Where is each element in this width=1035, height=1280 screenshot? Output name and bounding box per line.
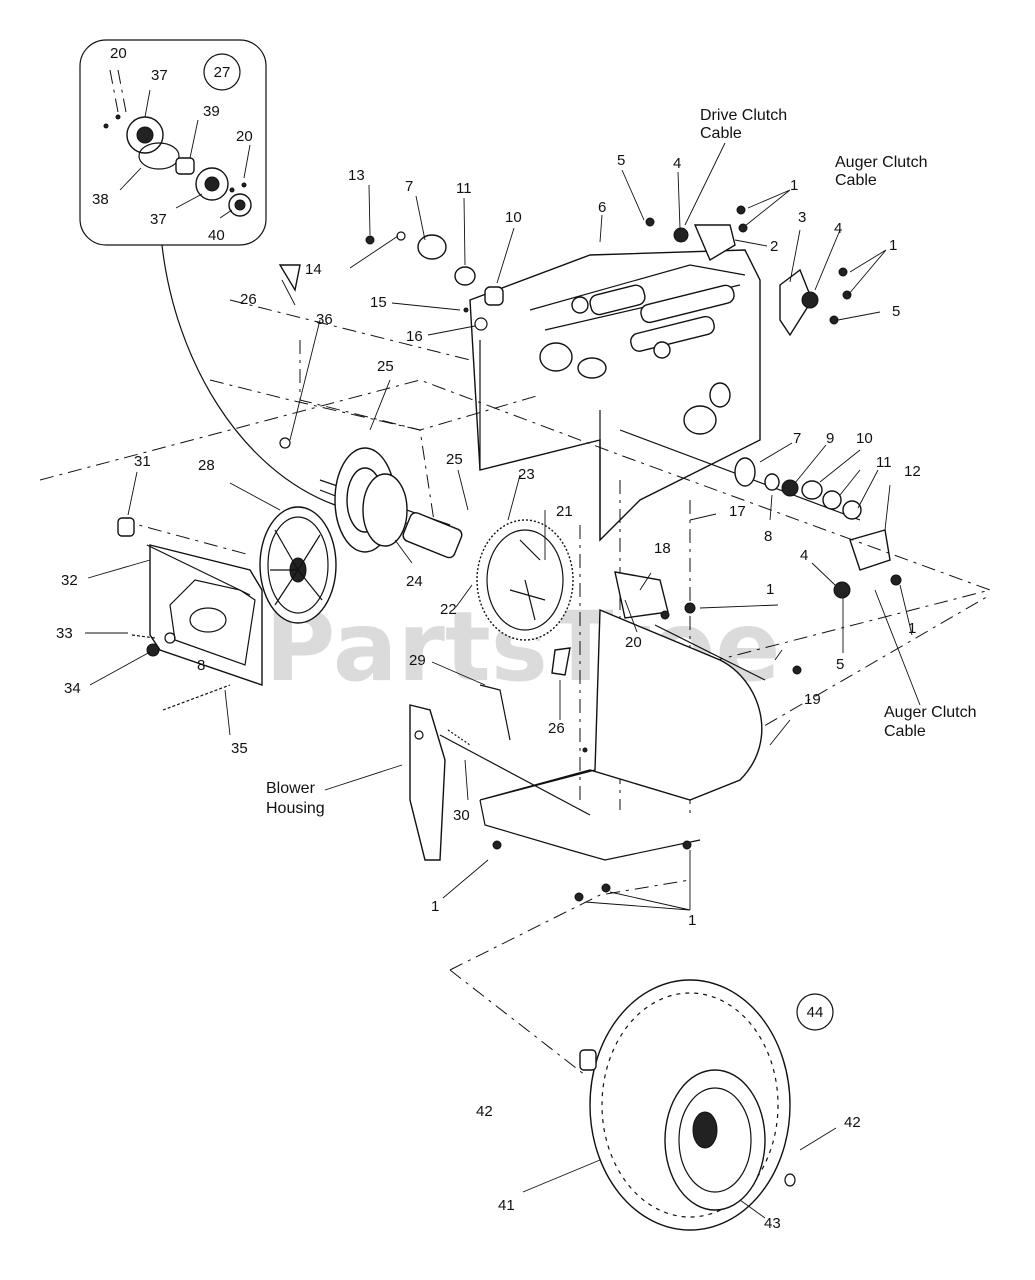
part-label: 1	[889, 237, 897, 254]
inset-leader-line	[161, 244, 336, 506]
cable-brackets	[645, 205, 902, 599]
inset-label-37: 37	[151, 67, 168, 84]
callout-27: 27	[214, 64, 231, 81]
part-label: 43	[764, 1215, 781, 1232]
part-label: 11	[456, 180, 472, 197]
part-label: 25	[446, 451, 463, 468]
part-label: 4	[673, 155, 681, 172]
part-numbers: 13 7 11 10 14 15 16 6 5 4 1 2 3 4 1 5 26…	[56, 152, 921, 1232]
part-label: 28	[198, 457, 215, 474]
part-label: 5	[617, 152, 625, 169]
caption-line: Cable	[835, 172, 877, 189]
caption-auger-clutch-cable-right: Auger Clutch Cable	[884, 704, 977, 740]
part-label: 10	[505, 209, 522, 226]
pulley-parts	[365, 231, 504, 331]
part-label: 1	[766, 581, 774, 598]
o-ring-icon	[138, 142, 180, 170]
part-label: 42	[476, 1103, 493, 1120]
caption-line: Blower	[266, 780, 316, 797]
part-label: 36	[316, 311, 333, 328]
part-label: 12	[904, 463, 921, 480]
bushing-icon	[175, 157, 195, 175]
part-label: 8	[764, 528, 772, 545]
ring-gear-21	[476, 519, 574, 641]
callout-44-circle	[796, 993, 834, 1031]
part-label: 20	[625, 634, 642, 651]
part-label: 33	[56, 625, 73, 642]
part-label: 26	[240, 291, 257, 308]
part-label: 18	[654, 540, 671, 557]
part-label: 1	[431, 898, 439, 915]
inset-label-40: 40	[208, 227, 225, 244]
part-label: 4	[800, 547, 808, 564]
inset-label-38: 38	[92, 191, 109, 208]
shift-lever	[409, 647, 591, 861]
part-label: 30	[453, 807, 470, 824]
callout-44: 44	[807, 1004, 824, 1021]
part-label: 1	[790, 177, 798, 194]
frame-assembly	[469, 249, 761, 542]
inset-detail-box: 27 20 37 39 20 38 37 40	[79, 39, 267, 246]
part-label: 41	[498, 1197, 515, 1214]
caption-drive-clutch-cable: Drive Clutch Cable	[700, 107, 787, 142]
inset-label-20: 20	[236, 128, 253, 145]
part-label: 26	[548, 720, 565, 737]
part-label: 10	[856, 430, 873, 447]
part-label: 17	[729, 503, 746, 520]
inset-label-39: 39	[203, 103, 220, 120]
caption-line: Housing	[266, 800, 325, 817]
part-label: 1	[688, 912, 696, 929]
part-label: 11	[876, 454, 892, 471]
part-label: 7	[793, 430, 801, 447]
leader-lines	[85, 142, 921, 1219]
part-label: 22	[440, 601, 457, 618]
side-plate	[117, 517, 263, 711]
part-label: 24	[406, 573, 423, 590]
part-label: 29	[409, 652, 426, 669]
part-label: 21	[556, 503, 573, 520]
inset-label-37: 37	[150, 211, 167, 228]
caption-blower-housing: Blower Housing	[266, 780, 325, 817]
part-label: 8	[197, 657, 205, 674]
shift-bracket	[614, 571, 802, 681]
callout-27-circle	[203, 53, 241, 91]
part-label: 1	[908, 620, 916, 637]
part-label: 34	[64, 680, 81, 697]
part-label: 15	[370, 294, 387, 311]
auger-housing-19	[479, 608, 763, 902]
part-label: 32	[61, 572, 78, 589]
part-label: 9	[826, 430, 834, 447]
part-label: 42	[844, 1114, 861, 1131]
wheel-tire-41: 44	[579, 979, 834, 1231]
part-label: 13	[348, 167, 365, 184]
hub-assembly	[278, 264, 463, 559]
caption-auger-clutch-cable-top: Auger Clutch Cable	[835, 154, 928, 189]
part-label: 14	[305, 261, 322, 278]
caption-line: Cable	[884, 723, 926, 740]
part-label: 3	[798, 209, 806, 226]
assembly-guide-lines	[39, 299, 992, 1076]
inset-label-20: 20	[110, 45, 127, 62]
part-label: 6	[598, 199, 606, 216]
part-label: 19	[804, 691, 821, 708]
part-label: 31	[134, 453, 151, 470]
caption-line: Cable	[700, 125, 742, 142]
part-label: 5	[836, 656, 844, 673]
part-label: 23	[518, 466, 535, 483]
part-label: 2	[770, 238, 778, 255]
axle-hardware	[734, 457, 862, 520]
caption-line: Auger Clutch	[884, 704, 977, 721]
caption-line: Drive Clutch	[700, 107, 787, 124]
part-label: 4	[834, 220, 842, 237]
part-label: 35	[231, 740, 248, 757]
part-label: 16	[406, 328, 423, 345]
drive-wheel-28	[259, 506, 337, 624]
part-label: 5	[892, 303, 900, 320]
part-label: 7	[405, 178, 413, 195]
caption-line: Auger Clutch	[835, 154, 928, 171]
part-label: 25	[377, 358, 394, 375]
